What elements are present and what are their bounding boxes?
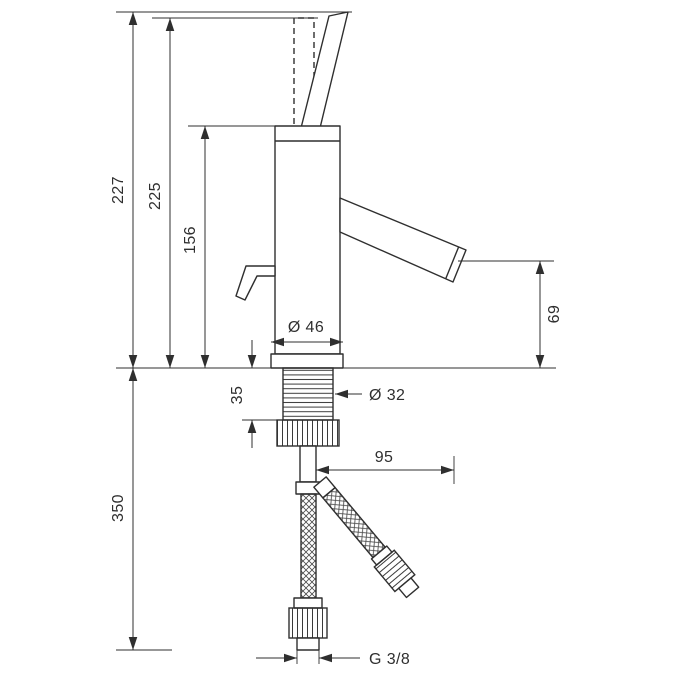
dim-label-spout-height: 69 bbox=[546, 305, 563, 324]
mounting-nut bbox=[276, 419, 340, 447]
dim-label-base-diameter: Ø 46 bbox=[288, 319, 324, 336]
hose-tip-straight bbox=[296, 637, 320, 651]
supply-hose-straight bbox=[300, 493, 317, 599]
dim-label-shank-diameter: Ø 32 bbox=[369, 387, 405, 404]
threaded-shank bbox=[282, 367, 334, 421]
hose-braid-angled bbox=[321, 486, 387, 559]
dim-label-thread-size: G 3/8 bbox=[369, 651, 410, 668]
hose-tip-angled bbox=[398, 577, 420, 599]
dim-label-hose-length: 350 bbox=[110, 494, 127, 522]
supply-hose-angled bbox=[313, 476, 420, 599]
drain-pull-lever bbox=[235, 265, 276, 301]
tailpiece bbox=[299, 445, 317, 483]
base-flange bbox=[270, 353, 344, 369]
dimension-annotations: 227 225 156 350 35 69 Ø 46 Ø 32 95 G 3/8 bbox=[110, 11, 563, 668]
spout-aerator-line bbox=[444, 246, 460, 280]
faucet bbox=[235, 11, 467, 651]
dim-label-shank-height: 35 bbox=[229, 386, 246, 405]
hose-collar-straight bbox=[293, 597, 323, 609]
dim-label-body-height: 156 bbox=[182, 226, 199, 254]
dim-label-handle-height: 225 bbox=[147, 182, 164, 210]
dim-label-hose-offset: 95 bbox=[375, 449, 394, 466]
spout bbox=[339, 197, 467, 283]
faucet-body bbox=[274, 125, 341, 355]
hose-nut-straight bbox=[288, 607, 328, 639]
handle-lever bbox=[300, 11, 349, 129]
dim-label-total-height: 227 bbox=[110, 176, 127, 204]
